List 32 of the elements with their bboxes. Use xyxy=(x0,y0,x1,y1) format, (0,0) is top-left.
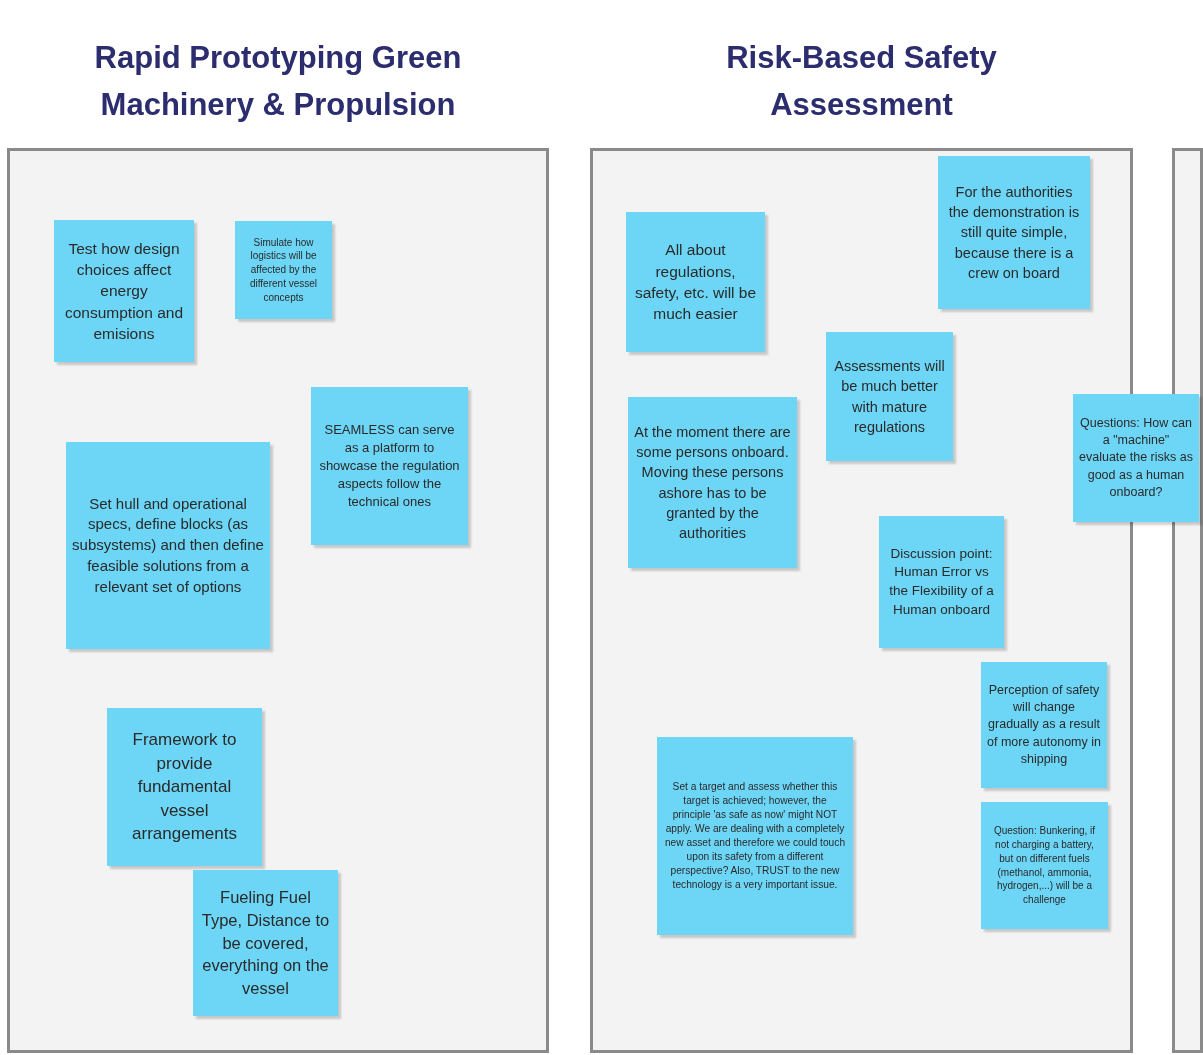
sticky-note xyxy=(107,708,262,866)
sticky-note xyxy=(826,332,953,461)
sticky-note xyxy=(54,220,194,362)
sticky-note xyxy=(1073,394,1199,522)
sticky-note xyxy=(879,516,1004,648)
note-text: Assessments will be much better with mature regulations xyxy=(833,357,946,437)
note-text: SEAMLESS can serve as a platform to showcase the regulation aspects follow the technical ones xyxy=(318,421,461,511)
note-text: Fueling Fuel Type, Distance to be covered, everything on the vessel xyxy=(200,887,331,1000)
note-text: Test how design choices affect energy consumption and emisions xyxy=(63,238,185,345)
column-title: Risk-Based Safety Assessment xyxy=(725,39,998,124)
sticky-note xyxy=(235,221,332,319)
sticky-note xyxy=(193,870,338,1016)
sticky-note xyxy=(628,397,797,568)
sticky-note xyxy=(311,387,468,545)
sticky-note xyxy=(626,212,765,352)
sticky-note xyxy=(657,737,853,935)
note-text: Discussion point: Human Error vs the Flexibility of a Human onboard xyxy=(888,544,995,619)
note-text: For the authorities the demonstration is still quite simple, because there is a crew on board xyxy=(947,183,1081,283)
note-text: All about regulations, safety, etc. will be much easier xyxy=(633,240,758,325)
note-text: Framework to provide fundamental vessel arrangements xyxy=(131,729,238,846)
sticky-note xyxy=(981,662,1107,788)
note-text: Perception of safety will change gradually as a result of more autonomy in shipping xyxy=(987,681,1101,768)
sticky-note xyxy=(981,802,1108,929)
note-text: Simulate how logistics will be affected by the different vessel concepts xyxy=(248,235,319,305)
column-title: Rapid Prototyping Green Machinery & Propulsion xyxy=(93,39,463,124)
note-text: Question: Bunkering, if not charging a battery, but on different fuels (methanol, ammonia, hydrogen,...) will be a challenge xyxy=(992,824,1097,907)
note-text: Questions: How can a "machine" evaluate the risks as good as a human onboard? xyxy=(1079,414,1193,501)
sticky-note xyxy=(938,156,1090,309)
note-text: Set a target and assess whether this target is achieved; however, the principle 'as safe as now' might NOT apply. We are dealing with a completely new asset and therefore we could touch upon its safety from a different perspective? Also, TRUST to the new technology is a very important issue. xyxy=(663,779,847,893)
note-text: Set hull and operational specs, define blocks (as subsystems) and then define feasible solutions from a relevant set of options xyxy=(72,493,264,597)
note-text: At the moment there are some persons onboard. Moving these persons ashore has to be granted by the authorities xyxy=(634,423,791,543)
sticky-note xyxy=(66,442,270,649)
